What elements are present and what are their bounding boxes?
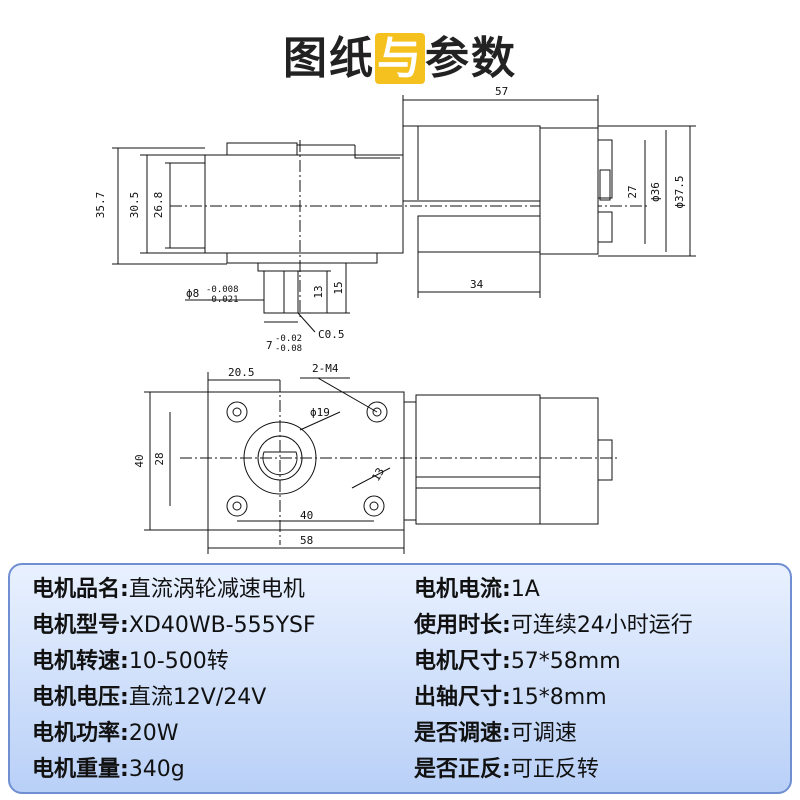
spec-right-4: 是否调速:可调速	[414, 715, 577, 747]
dim-phi8-tol-upper: -0.008	[206, 285, 239, 295]
gearbox-top-cap	[226, 142, 298, 156]
chamfer-leader	[297, 312, 316, 333]
dim-40-h-label: 40	[300, 509, 313, 522]
dim-30-5-label: 30.5	[128, 192, 141, 219]
dim-58-label: 58	[300, 534, 313, 547]
output-shaft-d-cut	[262, 451, 298, 476]
dim-26-8-label: 26.8	[152, 192, 165, 219]
motor-endcap-side	[539, 127, 599, 255]
spec-value: 可连续24小时运行	[510, 613, 693, 638]
spec-value: 可调速	[510, 721, 577, 746]
dim-15-label: 15	[332, 281, 345, 294]
gearbox-bottom-cap	[226, 252, 378, 264]
gearbox-side-strip	[403, 401, 417, 521]
spec-value: 可正反转	[510, 757, 599, 782]
dim-2m4-leader	[317, 377, 378, 413]
spec-value: 57*58mm	[510, 649, 621, 674]
mount-hole-top-right	[366, 401, 388, 423]
motor-body-front	[415, 394, 541, 478]
dim-7-tol-upper: -0.02	[275, 334, 302, 344]
spec-key: 电机型号:	[32, 613, 129, 638]
dim-7-tol-lower: -0.08	[275, 344, 302, 354]
output-boss-inner	[257, 435, 303, 481]
spec-value: 20W	[128, 721, 179, 746]
terminal-tab	[599, 169, 611, 201]
dim-40-v-label: 40	[133, 454, 146, 467]
gearbox-bump	[354, 145, 400, 159]
motor-terminal-bottom	[597, 211, 613, 243]
spec-left-5: 电机重量:340g	[32, 751, 185, 783]
motor-body-front-lower	[415, 487, 541, 525]
dim-27-label: 27	[626, 185, 639, 198]
spec-key: 电机尺寸:	[414, 649, 511, 674]
spec-key: 使用时长:	[414, 613, 511, 638]
dim-35-7-label: 35.7	[94, 192, 107, 219]
dim-phi19-label: ϕ19	[310, 406, 330, 419]
dim-phi8-label: ϕ8	[186, 287, 199, 300]
spec-key: 电机电压:	[32, 685, 129, 710]
spec-left-3: 电机电压:直流12V/24V	[32, 679, 266, 711]
dim-57-label: 57	[495, 85, 508, 98]
spec-key: 电机转速:	[32, 649, 129, 674]
spec-key: 是否正反:	[414, 757, 511, 782]
spec-left-2: 电机转速:10-500转	[32, 643, 229, 675]
technical-drawing: 57 35.7 30.5 26.8 ϕ8 -0.008 -0.021 13 15…	[94, 85, 696, 554]
motor-body-side-lower	[417, 215, 541, 253]
dim-13-hole-label: 13	[369, 466, 387, 484]
spec-right-1: 使用时长:可连续24小时运行	[414, 607, 693, 639]
dim-34-label: 34	[470, 278, 484, 291]
dim-13-label: 13	[312, 285, 325, 298]
output-shaft	[263, 270, 299, 314]
spec-value: XD40WB-555YSF	[128, 613, 316, 638]
spec-right-3: 出轴尺寸:15*8mm	[414, 679, 607, 711]
dim-phi36-label: ϕ36	[649, 182, 662, 202]
spec-key: 电机功率:	[32, 721, 129, 746]
mount-hole-bottom-right	[363, 495, 385, 517]
spec-value: 1A	[510, 577, 540, 602]
spec-key: 出轴尺寸:	[414, 685, 511, 710]
spec-key: 电机重量:	[32, 757, 129, 782]
spec-value: 直流12V/24V	[128, 685, 267, 710]
spec-panel: 电机品名:直流涡轮减速电机 电机型号:XD40WB-555YSF 电机转速:10…	[8, 563, 792, 794]
spec-value: 15*8mm	[510, 685, 607, 710]
output-shaft-base	[257, 262, 301, 272]
dim-13-hole-line	[351, 467, 391, 489]
gearbox-body-side	[204, 154, 404, 254]
spec-key: 电机品名:	[32, 577, 129, 602]
dim-phi19-leader	[299, 411, 341, 431]
title-highlight: 与	[375, 33, 425, 84]
spec-left-0: 电机品名:直流涡轮减速电机	[32, 571, 305, 603]
page-title: 图纸与参数	[0, 22, 800, 86]
spec-value: 10-500转	[128, 649, 229, 674]
spec-key: 电机电流:	[414, 577, 511, 602]
output-boss-outer	[243, 421, 317, 495]
dim-2m4-label: 2-M4	[312, 362, 339, 375]
spec-left-4: 电机功率:20W	[32, 715, 179, 747]
spec-value: 340g	[128, 757, 185, 782]
motor-terminal-top	[597, 139, 613, 199]
title-part2: 参数	[425, 33, 517, 84]
spec-key: 是否调速:	[414, 721, 511, 746]
dim-28-label: 28	[153, 452, 166, 465]
mount-hole-bottom-left	[226, 495, 248, 517]
spec-value: 直流涡轮减速电机	[128, 577, 305, 602]
dim-7-label: 7	[266, 339, 273, 352]
title-part1: 图纸	[283, 33, 375, 84]
motor-endcap-front	[539, 397, 599, 525]
spec-left-1: 电机型号:XD40WB-555YSF	[32, 607, 316, 639]
mount-hole-top-left	[226, 401, 248, 423]
spec-right-2: 电机尺寸:57*58mm	[414, 643, 621, 675]
chamfer-label: C0.5	[318, 328, 345, 341]
spec-right-5: 是否正反:可正反转	[414, 751, 599, 783]
motor-terminal-front	[597, 439, 613, 481]
spec-right-0: 电机电流:1A	[414, 571, 540, 603]
dim-phi8-tol-lower: -0.021	[206, 295, 239, 305]
motor-body-side	[402, 125, 541, 202]
dim-phi37-5-label: ϕ37.5	[673, 175, 686, 208]
dim-20-5-label: 20.5	[228, 366, 255, 379]
